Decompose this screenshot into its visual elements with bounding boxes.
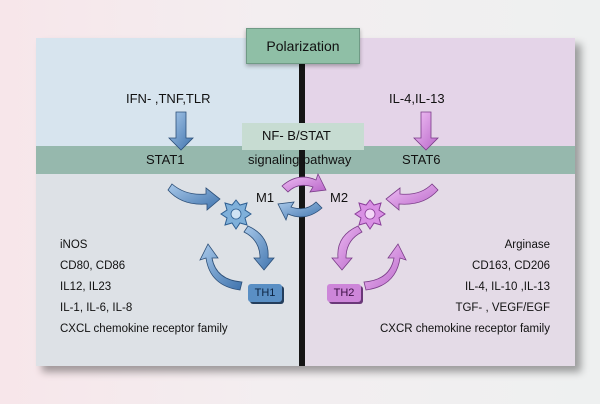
m2-bottom-panel	[302, 174, 575, 366]
m1-marker: IL12, IL23	[60, 281, 112, 293]
m2-marker: Arginase	[504, 239, 550, 251]
m1-bottom-panel	[36, 174, 302, 366]
m1-marker-list: iNOS CD80, CD86 IL12, IL23 IL-1, IL-6, I…	[60, 235, 228, 340]
m2-th2-cycle-arrows	[331, 225, 407, 291]
th1-badge: TH1	[248, 284, 282, 302]
stat1-to-m1-arrow	[167, 183, 221, 211]
m1-marker: IL-1, IL-6, IL-8	[60, 302, 133, 314]
m2-marker: IL-4, IL-10 ,IL-13	[464, 281, 550, 293]
m2-macrophage-icon	[354, 199, 386, 230]
m2-label: M2	[330, 190, 349, 205]
m2-down-arrow	[413, 111, 439, 151]
th2-badge: TH2	[327, 284, 361, 302]
signaling-band	[36, 146, 575, 174]
pathway-line2: signaling pathway	[248, 152, 352, 167]
m2-to-m1-arrow	[277, 201, 323, 222]
stat1-label: STAT1	[146, 152, 185, 167]
stat6-label: STAT6	[402, 152, 441, 167]
m1-th1-cycle-arrows	[199, 225, 275, 291]
m1-stimuli: IFN- ,TNF,TLR	[126, 91, 211, 106]
pathway-line1: NF- B/STAT	[262, 128, 331, 143]
m1-macrophage-icon	[220, 199, 252, 230]
m1-marker: CD80, CD86	[60, 260, 126, 272]
m2-marker: TGF- , VEGF/EGF	[455, 302, 550, 314]
m2-marker: CD163, CD206	[472, 260, 550, 272]
polarization-title: Polarization	[246, 28, 360, 64]
m1-marker: CXCL chemokine receptor family	[60, 323, 228, 335]
m1-to-m2-arrow	[281, 172, 327, 193]
stat6-to-m2-arrow	[385, 183, 439, 211]
m1-down-arrow	[168, 111, 194, 151]
m2-marker: CXCR chemokine receptor family	[379, 323, 550, 335]
m1-marker: iNOS	[60, 239, 88, 251]
m1-label: M1	[256, 190, 275, 205]
m2-marker-list: Arginase CD163, CD206 IL-4, IL-10 ,IL-13…	[380, 235, 550, 340]
m2-stimuli: IL-4,IL-13	[389, 91, 445, 106]
pathway-box	[242, 123, 364, 150]
center-divider	[299, 38, 305, 366]
